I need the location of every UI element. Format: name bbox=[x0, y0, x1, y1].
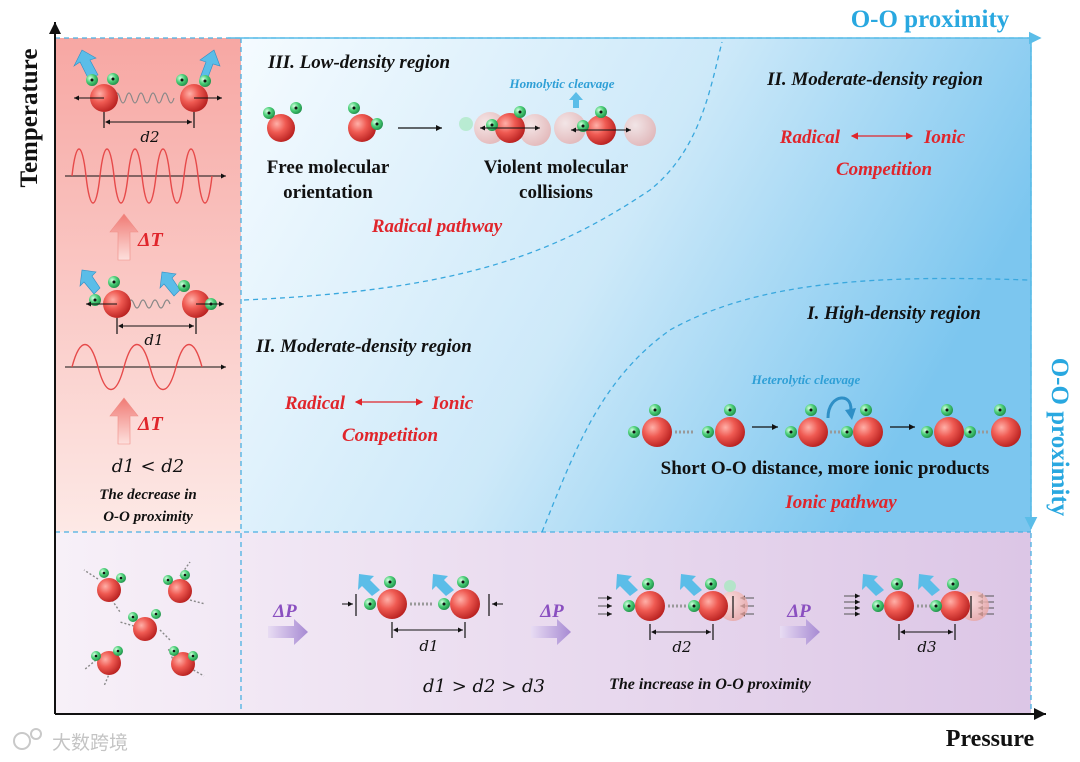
left-caption-line1: The decrease in bbox=[99, 487, 196, 503]
violent-collisions-line1: Violent molecular bbox=[484, 157, 629, 178]
distance-d1-label: d1 bbox=[144, 331, 163, 349]
water-molecule-icon bbox=[163, 570, 192, 603]
spring-icon bbox=[127, 299, 171, 309]
bottom-panel-bg bbox=[55, 532, 1031, 714]
radical-pathway-label: Radical pathway bbox=[371, 216, 503, 237]
axes bbox=[49, 22, 1046, 720]
blue-arrow-icon bbox=[862, 574, 884, 596]
homolytic-cleavage-label: Homolytic cleavage bbox=[508, 76, 614, 91]
water-molecule-icon bbox=[91, 646, 123, 675]
blue-arrow-icon bbox=[918, 574, 940, 596]
water-molecule-icon bbox=[623, 578, 665, 621]
delta-t-label: ΔT bbox=[137, 229, 164, 251]
bottom-panel: ΔP ΔP ΔP d1 bbox=[83, 561, 994, 697]
d1-less-d2: d1 < d2 bbox=[112, 456, 184, 477]
water-molecule-icon bbox=[128, 609, 161, 641]
water-molecule-icon bbox=[438, 576, 480, 619]
curved-arrow-icon bbox=[826, 396, 853, 419]
delta-t-label: ΔT bbox=[137, 413, 164, 435]
region-boundaries bbox=[243, 41, 1029, 533]
pressure-arrow-icon bbox=[780, 619, 820, 645]
water-molecule-icon bbox=[853, 404, 883, 447]
water-molecule-icon bbox=[628, 404, 672, 447]
radical-label: Radical bbox=[779, 127, 841, 148]
blue-arrow-icon bbox=[616, 574, 638, 596]
water-molecule-icon bbox=[785, 404, 828, 447]
spring-icon bbox=[113, 92, 175, 104]
region-i: I. High-density region Heterolytic cleav… bbox=[628, 303, 1021, 513]
short-distance-text: Short O-O distance, more ionic products bbox=[661, 458, 990, 479]
disordered-water-cluster bbox=[83, 561, 206, 687]
distance-d1-label: d1 bbox=[419, 637, 438, 655]
delta-p-label: ΔP bbox=[539, 601, 564, 622]
delta-p-label: ΔP bbox=[272, 601, 297, 622]
up-arrow-icon bbox=[569, 92, 583, 108]
region-ii-top: II. Moderate-density region Radical Ioni… bbox=[766, 69, 983, 180]
low-frequency-wave bbox=[71, 344, 203, 390]
top-proximity-label: O-O proximity bbox=[851, 6, 1010, 33]
water-molecule-icon bbox=[348, 102, 383, 142]
colliding-molecules-icon bbox=[459, 106, 656, 146]
right-proximity-label: O-O proximity bbox=[1046, 358, 1073, 517]
watermark-text: 大数跨境 bbox=[52, 732, 128, 754]
water-molecule-icon bbox=[872, 578, 914, 621]
water-molecule-icon bbox=[688, 578, 728, 621]
distance-d3-label: d3 bbox=[917, 638, 936, 656]
region-ii-left-title: II. Moderate-density region bbox=[255, 336, 472, 357]
water-molecule-icon bbox=[921, 404, 976, 447]
water-molecule-icon bbox=[169, 646, 198, 676]
d1-d2-d3-inequality: d1 > d2 > d3 bbox=[423, 676, 545, 697]
violent-collisions-line2: collisions bbox=[519, 182, 593, 203]
distance-d2-label: d2 bbox=[140, 128, 159, 146]
hydroxide-ion-icon bbox=[991, 404, 1021, 447]
water-molecule-icon bbox=[97, 568, 126, 602]
heating-arrow-icon bbox=[109, 397, 139, 445]
pressure-arrow-icon bbox=[268, 619, 308, 645]
region-iii-title: III. Low-density region bbox=[267, 52, 450, 73]
ionic-label: Ionic bbox=[431, 393, 474, 414]
y-axis-label: Temperature bbox=[16, 49, 43, 188]
free-orientation-line1: Free molecular bbox=[267, 157, 390, 178]
blue-arrow-icon bbox=[358, 574, 380, 596]
left-panel: d2 ΔT d1 ΔT d1 < d2 The decrease in O-O … bbox=[65, 49, 226, 525]
water-molecule-icon bbox=[702, 404, 745, 447]
left-caption-line2: O-O proximity bbox=[103, 509, 193, 525]
region-i-title: I. High-density region bbox=[806, 303, 981, 324]
blue-arrow-icon bbox=[432, 574, 454, 596]
distance-d2-label: d2 bbox=[672, 638, 691, 656]
blue-arrow-icon bbox=[73, 49, 99, 79]
water-molecule-icon bbox=[263, 102, 302, 142]
ionic-pathway-label: Ionic pathway bbox=[784, 492, 897, 513]
blue-arrow-icon bbox=[79, 269, 101, 295]
pressure-arrow-icon bbox=[531, 619, 571, 645]
heterolytic-cleavage-label: Heterolytic cleavage bbox=[751, 372, 861, 387]
water-molecule-icon bbox=[930, 578, 970, 621]
region-ii-top-title: II. Moderate-density region bbox=[766, 69, 983, 90]
competition-label: Competition bbox=[342, 425, 438, 446]
bottom-caption: The increase in O-O proximity bbox=[609, 676, 812, 693]
region-iii: III. Low-density region Homolytic cleava… bbox=[263, 52, 656, 237]
high-frequency-wave bbox=[71, 148, 213, 204]
region-ii-left: II. Moderate-density region Radical Ioni… bbox=[255, 336, 474, 446]
heating-arrow-icon bbox=[109, 213, 139, 261]
competition-label: Competition bbox=[836, 159, 932, 180]
blue-arrow-icon bbox=[680, 574, 702, 596]
delta-p-label: ΔP bbox=[786, 601, 811, 622]
water-molecule-icon bbox=[364, 576, 407, 619]
radical-label: Radical bbox=[284, 393, 346, 414]
watermark: 大数跨境 bbox=[13, 728, 128, 754]
x-axis-label: Pressure bbox=[946, 726, 1035, 752]
ionic-label: Ionic bbox=[923, 127, 966, 148]
free-orientation-line2: orientation bbox=[283, 182, 373, 203]
